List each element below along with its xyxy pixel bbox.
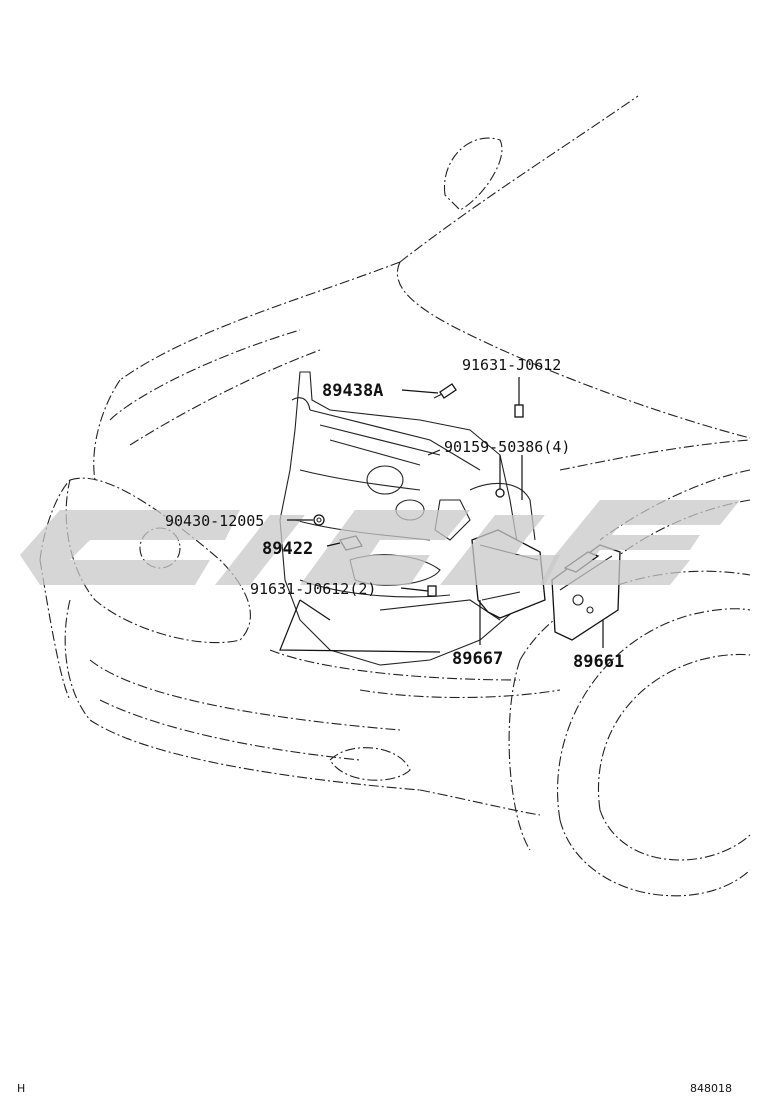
corner-mark: H: [17, 1082, 25, 1095]
label-91631-J0612-2: 91631-J0612(2): [250, 580, 376, 598]
bolt-91631-top-icon: [514, 404, 524, 418]
label-89422: 89422: [262, 539, 313, 559]
label-90159-50386: 90159-50386(4): [444, 438, 570, 456]
label-89661: 89661: [573, 652, 624, 672]
leader-lines: [279, 377, 604, 653]
sensor-89438A-icon: [433, 383, 457, 399]
label-89667: 89667: [452, 649, 503, 669]
watermark-logo-icon: [20, 500, 740, 585]
car-body-outline-icon: [39, 95, 751, 897]
bolt-90159-icon: [495, 488, 505, 498]
diagram-code: 848018: [690, 1082, 732, 1095]
label-91631-J0612: 91631-J0612: [462, 356, 561, 374]
label-89438A: 89438A: [322, 381, 383, 401]
washer-90430-icon: [313, 514, 325, 526]
label-90430-12005: 90430-12005: [165, 512, 264, 530]
bolt-91631-two-icon: [427, 585, 437, 597]
